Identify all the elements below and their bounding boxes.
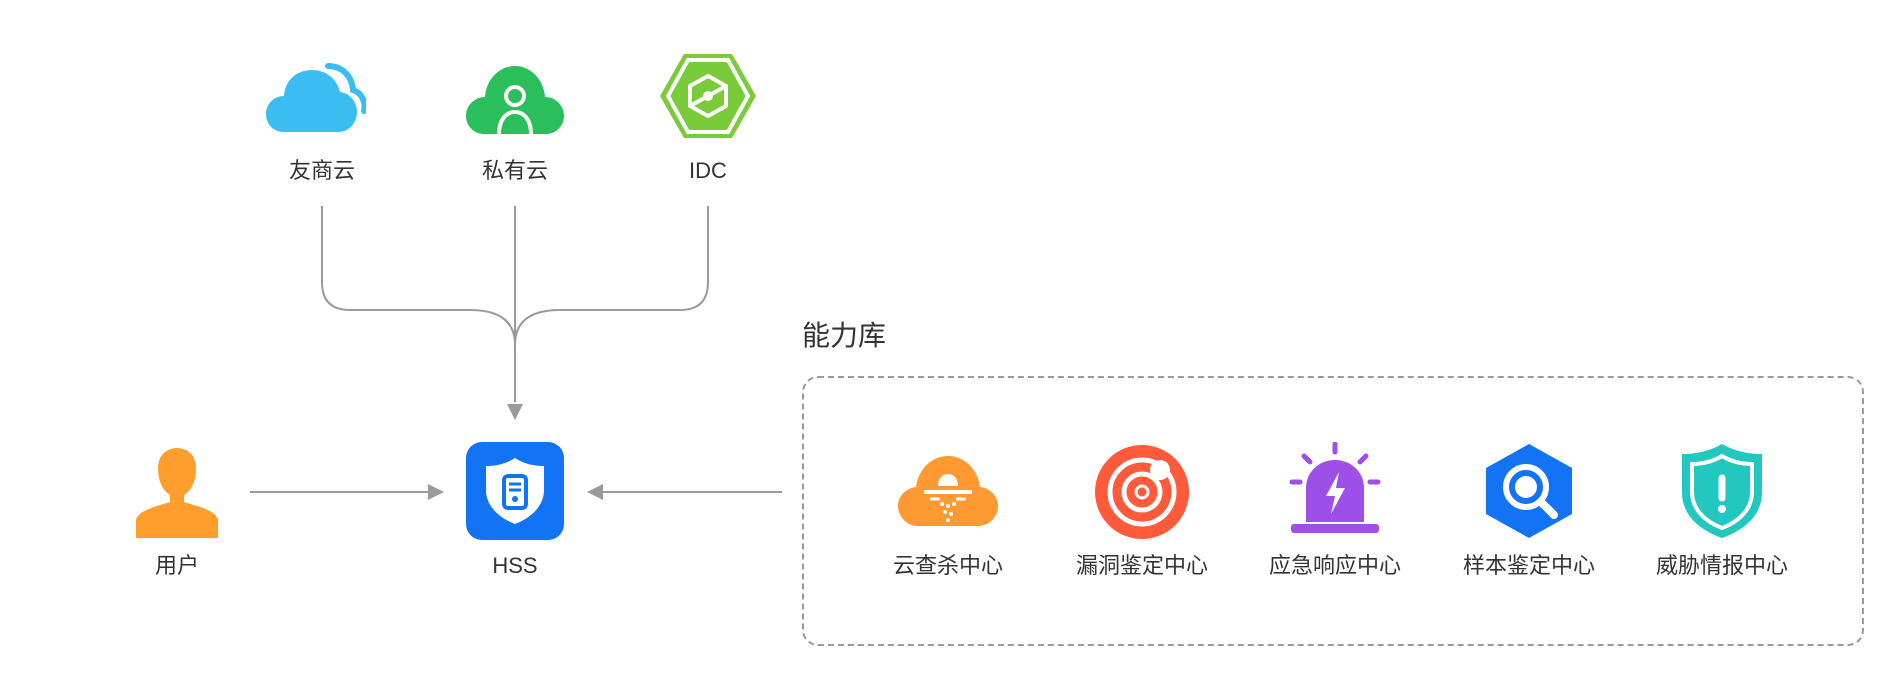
- library-item-label-threat: 威胁情报中心: [1655, 553, 1788, 578]
- hss-label: HSS: [492, 553, 538, 578]
- library-item-label-sample: 样本鉴定中心: [1462, 553, 1595, 578]
- library-item-label-vulnerability: 漏洞鉴定中心: [1075, 553, 1208, 578]
- hss-shield-icon: [466, 442, 564, 540]
- library-title: 能力库: [802, 320, 887, 351]
- arrowhead-right-to-hss: [428, 484, 444, 500]
- library-item-label-cloud-scan: 云查杀中心: [892, 553, 1003, 578]
- user-icon: [136, 448, 218, 538]
- private-cloud-user-icon: [466, 66, 564, 135]
- arrowhead-down-to-hss: [507, 404, 523, 420]
- connector-youshang-to-hss: [321, 206, 516, 346]
- user-label: 用户: [154, 553, 199, 578]
- arrowhead-left-to-hss: [587, 484, 603, 500]
- cloud-label-youshang: 友商云: [288, 158, 355, 183]
- emergency-alarm-icon: [1289, 442, 1381, 533]
- cloud-label-private: 私有云: [481, 158, 548, 183]
- cloud-virus-scan-icon: [898, 456, 998, 526]
- library-item-label-emergency: 应急响应中心: [1268, 553, 1401, 578]
- cloud-label-idc: IDC: [689, 158, 727, 183]
- sample-search-icon: [1486, 444, 1572, 538]
- threat-shield-icon: [1682, 444, 1762, 538]
- vulnerability-target-icon: [1095, 445, 1189, 539]
- cloud-icon: [266, 63, 366, 132]
- connector-idc-to-hss: [514, 206, 709, 346]
- library-container: [802, 376, 1864, 646]
- idc-hexagon-icon: [660, 54, 756, 138]
